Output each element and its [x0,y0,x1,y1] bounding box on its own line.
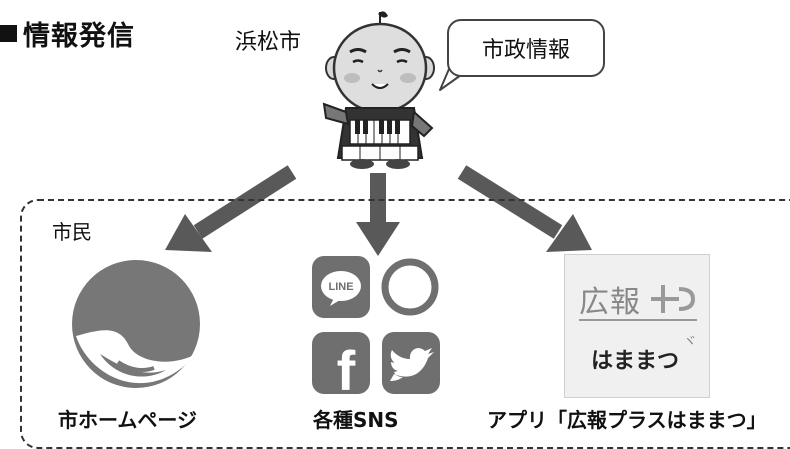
plus-mark-icon [651,285,696,313]
facebook-icon-text: f [337,339,356,398]
channel-label-app: アプリ「広報プラスはままつ」 [487,408,767,432]
sns-icon-grid: LINE f [312,256,440,398]
twitter-icon [382,332,440,394]
channel-label-homepage: 市ホームページ [58,408,197,432]
mascot-illustration [322,11,435,169]
speech-bubble: 市政情報 [447,19,605,77]
speech-bubble-text: 市政情報 [481,38,570,63]
arrow-to-homepage [165,165,297,252]
line-icon: LINE [312,256,370,318]
app-icon-divider [579,319,697,321]
flow-arrows [165,165,592,256]
sender-label: 浜松市 [235,30,302,55]
koho-plus-app-icon: 広報 はままつ ヾ [564,254,710,398]
app-icon-bottom-text: はままつ [591,349,680,374]
city-homepage-logo-icon [72,260,200,388]
facebook-icon: f [312,332,370,398]
channel-label-sns: 各種SNS [313,408,399,432]
arrow-to-app [457,165,592,252]
line-icon-text: LINE [328,281,353,293]
instagram-icon [381,258,439,316]
receiver-label: 市民 [52,220,92,244]
section-title: 情報発信 [0,14,135,53]
section-title-text: 情報発信 [23,21,135,52]
app-icon-top-text: 広報 [579,285,641,320]
square-bullet-icon [0,25,17,42]
sparkle-icon: ヾ [683,334,697,350]
